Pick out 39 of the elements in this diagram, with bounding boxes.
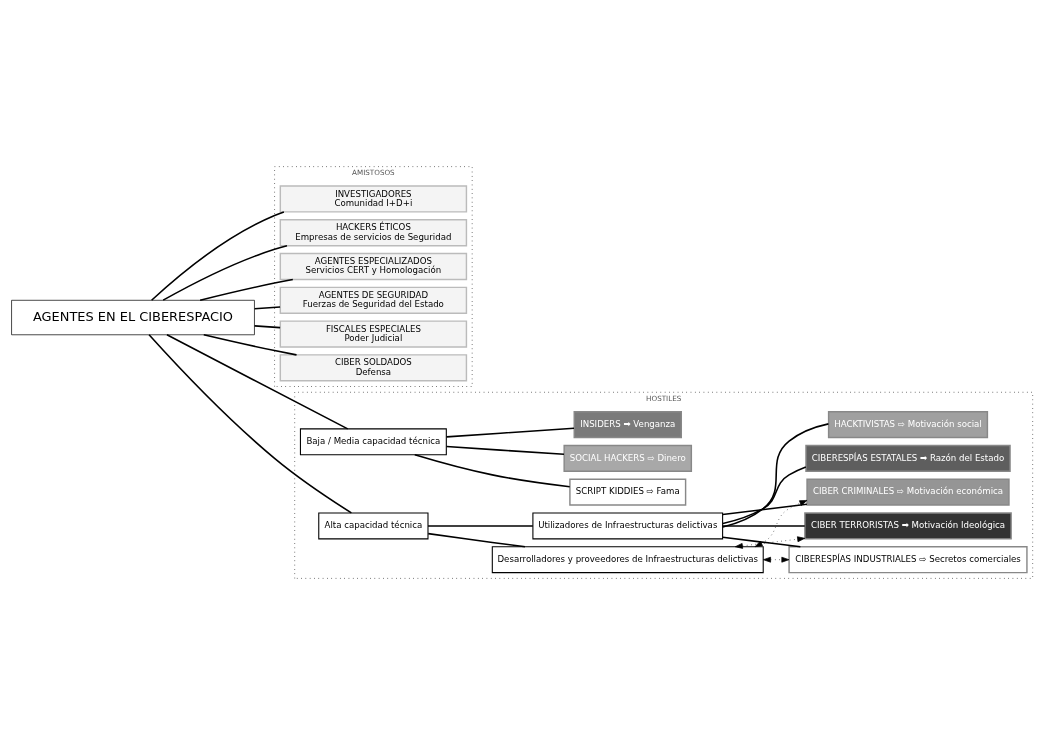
- arrow: [734, 536, 806, 549]
- connector: [427, 532, 526, 548]
- node-box: Desarrolladores y proveedores de Infraestructuras delictivas: [491, 546, 764, 574]
- connector: [148, 334, 353, 514]
- node-box: CIBERESPÍAS ESTATALES ➡ Razón del Estado: [805, 444, 1011, 473]
- node-box: AGENTES EN EL CIBERESPACIO: [11, 299, 255, 336]
- node-box: CIBERESPÍAS INDUSTRIALES ⇨ Secretos comerciales: [788, 546, 1028, 574]
- connector: [721, 525, 806, 527]
- connector: [721, 536, 802, 548]
- node-box: FISCALES ESPECIALES Poder Judicial: [279, 320, 468, 348]
- connector: [253, 325, 281, 329]
- node-box: INVESTIGADORES Comunidad I+D+i: [279, 185, 468, 213]
- node-box: INSIDERS ➡ Venganza: [573, 410, 682, 439]
- node-box: Baja / Media capacidad técnica: [299, 428, 447, 456]
- connector: [445, 427, 575, 438]
- connector: [199, 278, 294, 301]
- node-box: AGENTES ESPECIALIZADOS Servicios CERT y Homologación: [279, 252, 468, 281]
- node-box: AGENTES DE SEGURIDAD Fuerzas de Seguridad del Estado: [279, 286, 468, 314]
- node-box: SOCIAL HACKERS ⇨ Dinero: [563, 444, 693, 473]
- connector: [253, 306, 281, 310]
- arrow: [754, 500, 808, 548]
- node-box: Alta capacidad técnica: [318, 512, 429, 540]
- connector: [721, 503, 808, 516]
- node-box: CIBER TERRORISTAS ➡ Motivación Ideológica: [804, 512, 1012, 540]
- node-box: HACKTIVISTAS ⇨ Motivación social: [827, 410, 989, 439]
- connector: [202, 334, 298, 356]
- connector: [162, 244, 288, 301]
- connector: [413, 454, 571, 488]
- connector: [427, 525, 534, 527]
- arrow: [763, 556, 790, 563]
- connector: [445, 445, 565, 456]
- connector: [722, 423, 830, 528]
- node-box: SCRIPT KIDDIES ⇨ Fama: [569, 478, 687, 506]
- node-box: Utilizadores de Infraestructuras delictivas: [532, 512, 724, 540]
- connector: [722, 466, 807, 525]
- node-box: CIBER CRIMINALES ⇨ Motivación económica: [806, 478, 1010, 506]
- node-box: HACKERS ÉTICOS Empresas de servicios de Seguridad: [279, 219, 468, 247]
- connector: [166, 334, 349, 430]
- node-box: CIBER SOLDADOS Defensa: [279, 354, 468, 382]
